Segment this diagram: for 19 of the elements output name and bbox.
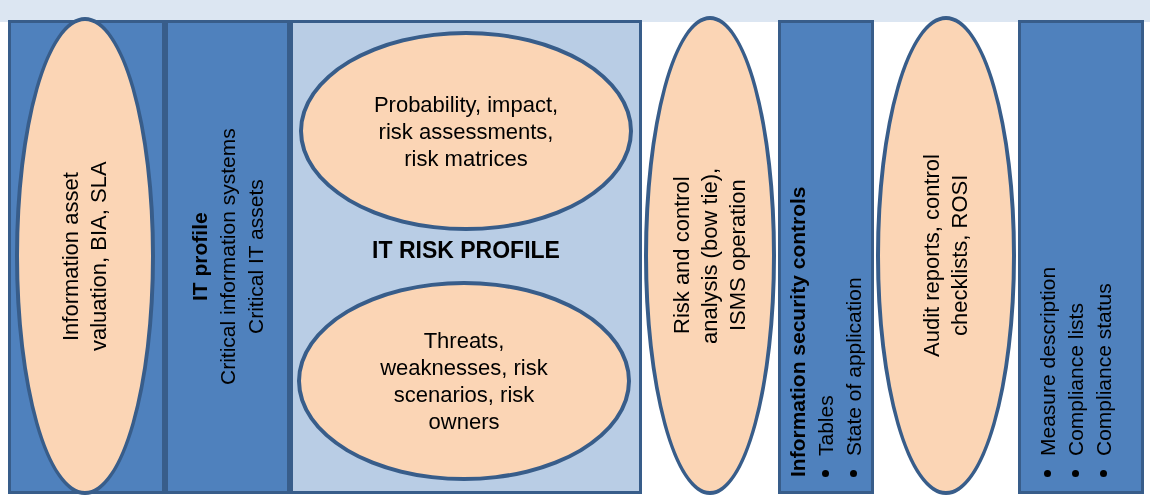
column-panel [165,20,290,494]
list-item-text: Compliance lists [1063,303,1088,456]
column-heading: IT profile [186,212,212,302]
column-panel [1018,20,1144,494]
column-panel [778,20,874,494]
list-item-text: Tables [813,395,838,456]
column-text: Critical information systems [214,128,240,386]
list-item-text: Measure description [1035,266,1060,456]
list-item-text: State of application [841,277,866,456]
ellipse-text: Threats, weaknesses, risk scenarios, risk owners [379,327,549,435]
panel-title: IT RISK PROFILE [371,237,561,264]
column-heading: Information security controls [785,186,810,477]
ellipse-text: Probability, impact, risk assessments, risk matrices [372,90,560,172]
list-item-text: Compliance status [1091,283,1116,456]
column-text: Critical IT assets [242,179,268,335]
ellipse-text: Risk and control analysis (bow tie), ISMS operation [668,166,751,346]
ellipse-text: Information asset valuation, BIA, SLA [57,160,112,353]
ellipse-text: Audit reports, control checklists, ROSI [918,153,973,359]
profile-panel [290,20,642,494]
